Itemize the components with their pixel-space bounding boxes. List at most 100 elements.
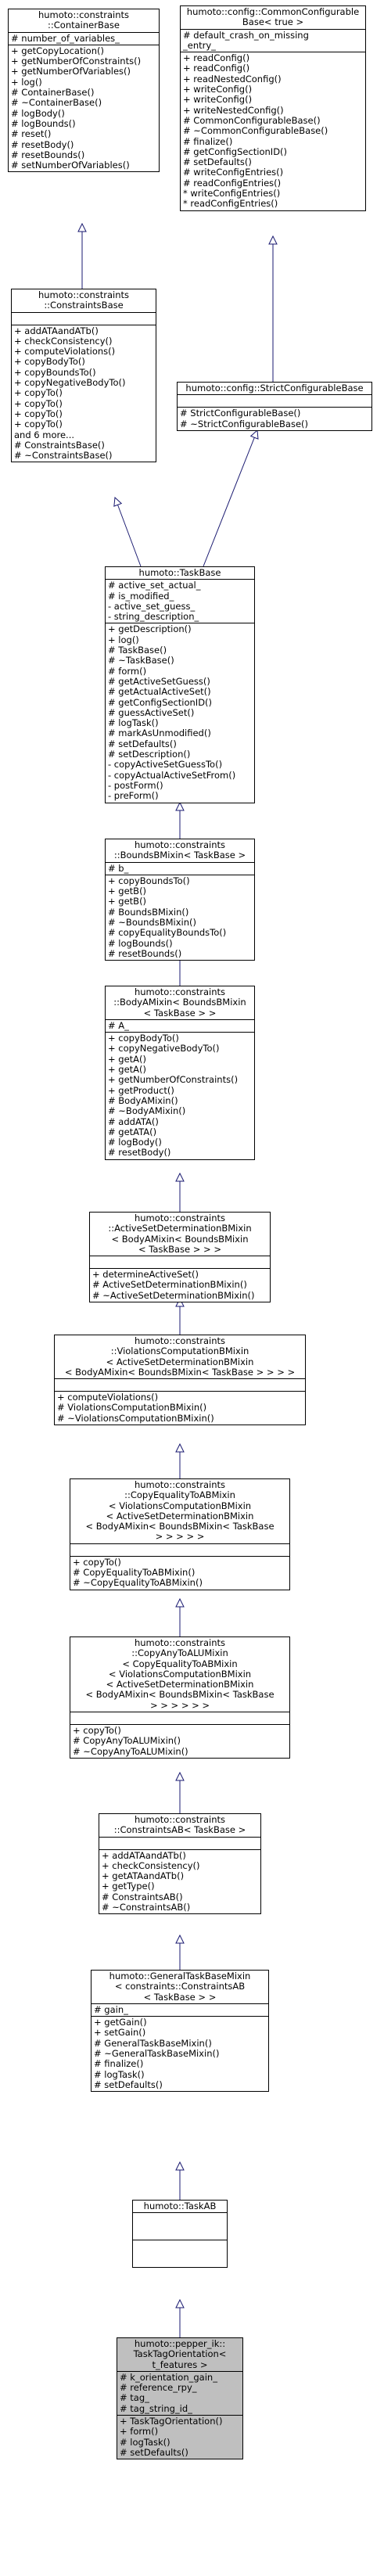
class-title: humoto::constraints ::BoundsBMixin< Task… [106, 839, 254, 862]
method: # setDescription() [108, 749, 191, 760]
method: + writeConfig() [183, 94, 253, 106]
class-attributes: # active_set_actual_ # is_modified_ - ac… [106, 579, 254, 623]
class-title-line: ::CopyEqualityToABMixin [124, 1489, 235, 1501]
attribute: # active_set_actual_ [108, 580, 201, 591]
class-taskbase[interactable]: humoto::TaskBase # active_set_actual_ # … [105, 566, 255, 803]
method: # finalize() [94, 2058, 144, 2070]
attribute: # default_crash_on_missing [183, 29, 309, 41]
class-title-line: humoto::GeneralTaskBaseMixin [109, 1971, 251, 1981]
class-methods: + addATAandATb() + checkConsistency() + … [12, 324, 156, 462]
class-constraintsbase[interactable]: humoto::constraints ::ConstraintsBase + … [11, 289, 156, 463]
class-title: humoto::config::StrictConfigurableBase [178, 383, 371, 394]
class-copyanytoalumixin[interactable]: humoto::constraints ::CopyAnyToALUMixin … [70, 1636, 290, 1759]
method: + addATAandATb() [14, 325, 99, 336]
method: # getConfigSectionID() [183, 146, 288, 157]
class-generaltaskbasemixin[interactable]: humoto::GeneralTaskBaseMixin < constrain… [91, 1970, 269, 2093]
method: # GeneralTaskBaseMixin() [94, 2037, 212, 2049]
method: # readConfigEntries() [183, 177, 282, 189]
method: # ~CopyAnyToALUMixin() [73, 1745, 188, 1757]
class-tasktagorientation[interactable]: humoto::pepper_ik:: TaskTagOrientation< … [117, 2337, 243, 2460]
class-title-line: humoto::TaskAB [143, 2201, 217, 2211]
class-title-line: humoto::constraints [134, 1479, 226, 1490]
method: + checkConsistency() [14, 335, 113, 347]
method: + getATAandATb() [102, 1870, 185, 1882]
class-title-line: < TaskBase > > [143, 1007, 217, 1019]
method: - preForm() [108, 790, 159, 802]
class-title-line: ::BodyAMixin< BoundsBMixin [113, 997, 246, 1008]
method: # TaskBase() [108, 645, 167, 656]
attribute: _entry_ [183, 39, 216, 51]
class-boundsbmixin[interactable]: humoto::constraints ::BoundsBMixin< Task… [105, 839, 255, 961]
class-title-line: humoto::constraints [38, 9, 130, 20]
class-violationscomputationbmixin[interactable]: humoto::constraints ::ViolationsComputat… [54, 1335, 306, 1426]
attribute: # A_ [108, 1019, 129, 1031]
method: # CommonConfigurableBase() [183, 114, 321, 126]
class-attributes [70, 1712, 289, 1724]
class-title: humoto::config::CommonConfigurable Base<… [181, 6, 365, 29]
class-title: humoto::constraints ::CopyAnyToALUMixin … [70, 1637, 289, 1712]
method: # finalize() [183, 135, 233, 147]
class-title: humoto::TaskBase [106, 567, 254, 579]
method: # setNumberOfVariables() [11, 160, 130, 171]
class-methods: + copyTo() # CopyEqualityToABMixin() # ~… [70, 1555, 289, 1590]
class-title: humoto::pepper_ik:: TaskTagOrientation< … [117, 2338, 242, 2371]
class-methods: + TaskTagOrientation() + form() # logTas… [117, 2415, 242, 2459]
method: + copyBodyTo() [108, 1033, 179, 1044]
class-strictconfigurablebase[interactable]: humoto::config::StrictConfigurableBase #… [177, 382, 372, 431]
attribute: # b_ [108, 862, 129, 874]
class-methods: + getDescription() + log() # TaskBase() … [106, 623, 254, 802]
class-attributes [70, 1543, 289, 1556]
method: # getConfigSectionID() [108, 696, 213, 708]
class-taskab[interactable]: humoto::TaskAB [132, 2200, 228, 2269]
class-bodyamixin[interactable]: humoto::constraints ::BodyAMixin< Bounds… [105, 986, 255, 1160]
class-activesetdeterminationbmixin[interactable]: humoto::constraints ::ActiveSetDetermina… [89, 1212, 271, 1303]
method: # CopyEqualityToABMixin() [73, 1567, 196, 1579]
method: # setDefaults() [94, 2078, 163, 2090]
class-title-line: ::ViolationsComputationBMixin [110, 1345, 249, 1357]
method: + getA() [108, 1064, 147, 1076]
class-title: humoto::TaskAB [133, 2201, 227, 2212]
edge-taskbase-to-constraintsbase [115, 498, 142, 567]
class-title-line: humoto::constraints [134, 839, 226, 850]
class-methods [133, 2240, 227, 2267]
attribute: # reference_rpy_ [120, 2382, 197, 2394]
method: and 6 more... [14, 429, 75, 440]
method: # ActiveSetDeterminationBMixin() [92, 1279, 247, 1291]
class-title-line: TaskTagOrientation< [133, 2348, 227, 2360]
class-title-line: humoto::constraints [134, 1213, 226, 1223]
class-commonconfigurablebase[interactable]: humoto::config::CommonConfigurable Base<… [180, 5, 366, 211]
method: + TaskTagOrientation() [120, 2416, 223, 2427]
class-title: humoto::constraints ::BodyAMixin< Bounds… [106, 986, 254, 1019]
class-attributes: # b_ [106, 861, 254, 875]
class-title-line: < CopyEqualityToABMixin [122, 1658, 238, 1669]
method: # logBounds() [11, 117, 76, 129]
method: + computeViolations() [14, 346, 116, 357]
method: # ~BoundsBMixin() [108, 917, 196, 929]
class-title-line: ::CopyAnyToALUMixin [131, 1647, 228, 1659]
class-methods: + copyTo() # CopyAnyToALUMixin() # ~Copy… [70, 1724, 289, 1758]
method: # logBody() [11, 107, 65, 119]
method: # getATA() [108, 1126, 157, 1137]
class-containerbase[interactable]: humoto::constraints ::ContainerBase # nu… [8, 9, 160, 173]
class-methods: + getCopyLocation() + getNumberOfConstra… [9, 44, 159, 172]
class-constraintsab[interactable]: humoto::constraints ::ConstraintsAB< Tas… [99, 1813, 261, 1915]
class-attributes: # A_ [106, 1019, 254, 1032]
method: + getGain() [94, 2017, 147, 2028]
method: # logBounds() [108, 937, 173, 949]
class-title-line: < ActiveSetDeterminationBMixin [106, 1510, 254, 1522]
class-copyequalitytoabmixin[interactable]: humoto::constraints ::CopyEqualityToABMi… [70, 1478, 290, 1590]
method: + readConfig() [183, 63, 250, 74]
class-title: humoto::constraints ::ConstraintsBase [12, 289, 156, 312]
method: # resetBounds() [11, 149, 85, 160]
method: + copyTo() [73, 1556, 121, 1568]
class-title: humoto::constraints ::ConstraintsAB< Tas… [99, 1814, 260, 1837]
method: # copyEqualityBoundsTo() [108, 927, 227, 939]
class-methods: + getGain() + setGain() # GeneralTaskBas… [92, 2016, 268, 2091]
class-attributes [90, 1256, 270, 1268]
method: # resetBounds() [108, 947, 182, 959]
method: # ConstraintsBase() [14, 439, 105, 451]
class-title-line: > > > > > > [149, 1699, 210, 1711]
attribute: - active_set_guess_ [108, 600, 196, 612]
method: # resetBody() [11, 138, 74, 150]
method: - copyActualActiveSetFrom() [108, 769, 236, 781]
